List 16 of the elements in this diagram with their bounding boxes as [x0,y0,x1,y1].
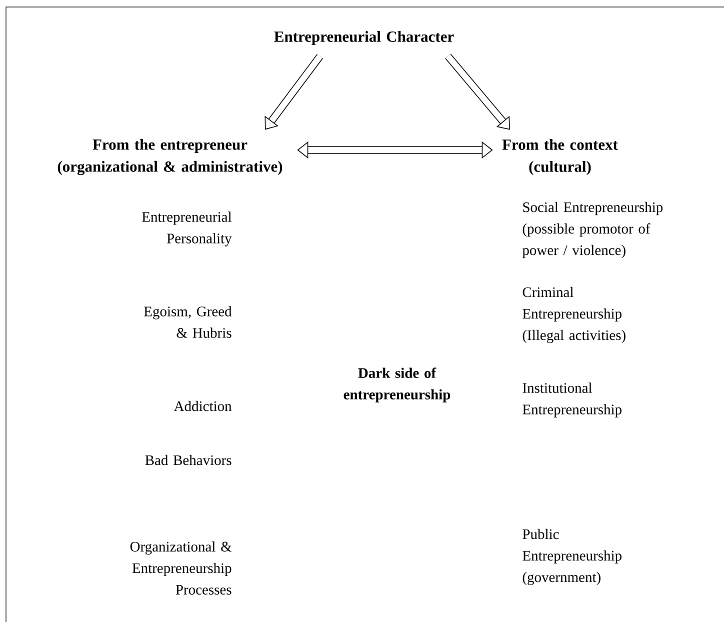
item-label: Bad Behaviors [145,454,232,466]
item-label: Criminal Entrepreneurship (Illegal activities) [522,286,626,344]
heading: From the context (cultural) [502,138,618,176]
item-label: Social Entrepreneurship (possible promotor of power / violence) [522,202,663,258]
block-arrow [445,54,510,130]
item-label: Organizational & Entrepreneurship Processes [130,541,232,595]
block-arrow [264,54,324,130]
heading: From the entrepreneur (organizational & administrative) [58,138,282,176]
item-label: Egoism, Greed & Hubris [144,306,232,338]
block-arrow [297,141,493,159]
center-label: Dark side of entrepreneurship [344,368,450,402]
item-label: Addiction [174,400,232,412]
item-label: Public Entrepreneurship (government) [522,528,622,586]
heading: Entrepreneurial Character [274,30,454,46]
item-label: Entrepreneurial Personality [142,212,232,246]
item-label: Institutional Entrepreneurship [522,382,622,418]
